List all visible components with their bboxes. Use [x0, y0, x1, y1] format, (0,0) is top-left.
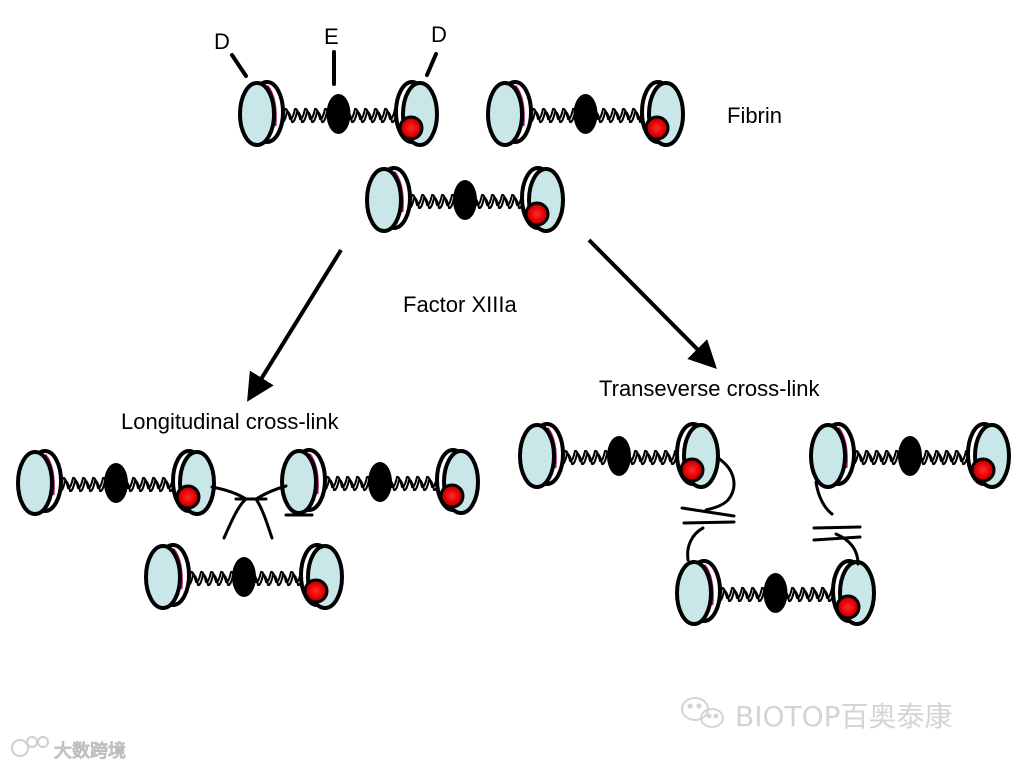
gamma-chain-site: [679, 457, 705, 483]
fibrin-monomer-trans-top-right: [809, 422, 1011, 489]
d-domain-left: [16, 450, 54, 516]
dashujingjing-logo-icon: [11, 736, 49, 757]
pointer-d-left: [230, 53, 248, 78]
gamma-chain-site: [644, 115, 670, 141]
fibrin-monomer-long-left: [16, 449, 216, 516]
fibrin-monomer-middle: [365, 166, 565, 233]
gamma-chain-site: [175, 484, 201, 510]
e-domain: [104, 463, 128, 503]
transverse-bond-right-bar-1: [812, 525, 862, 530]
domain-pointers: [230, 50, 438, 86]
gamma-chain-site: [835, 594, 861, 620]
gamma-chain-site: [439, 483, 465, 509]
d-domain-left: [809, 423, 847, 489]
longitudinal-bond-left: [210, 485, 249, 540]
gamma-chain-site: [303, 578, 329, 604]
arrow-to-transverse: [587, 238, 717, 369]
fibrin-monomers: [16, 80, 1011, 626]
transverse-bond-right-upper: [814, 480, 834, 516]
label-longitudinal-crosslink: Longitudinal cross-link: [121, 409, 340, 434]
fibrin-monomer-long-right: [280, 448, 480, 515]
longitudinal-crosslink-bonds: [210, 484, 314, 540]
d-domain-left: [238, 81, 276, 147]
label-fibrin: Fibrin: [727, 103, 782, 128]
label-factor-xiiia: Factor XIIIa: [403, 292, 517, 317]
d-domain-left: [518, 423, 556, 489]
d-domain-left: [144, 544, 182, 610]
label-e: E: [324, 24, 339, 49]
watermark-bottom: 大数跨境: [11, 736, 126, 762]
transverse-bond-left-lower: [686, 526, 705, 562]
wechat-logo-icon: [681, 697, 724, 728]
gamma-chain-site: [970, 457, 996, 483]
transverse-bond-left-bar-2: [682, 520, 736, 525]
fibrin-monomer-top-right: [486, 80, 685, 147]
d-domain-left: [486, 81, 524, 147]
watermark-top: BIOTOP百奥泰康: [681, 697, 953, 733]
d-domain-left: [675, 560, 713, 626]
fibrin-monomer-long-bottom: [144, 543, 344, 610]
e-domain: [368, 462, 392, 502]
fibrin-monomer-trans-bottom: [675, 559, 876, 626]
d-domain-left: [280, 449, 318, 515]
d-domain-left: [365, 167, 403, 233]
label-d-right: D: [431, 22, 447, 47]
watermark-top-text: BIOTOP百奥泰康: [735, 700, 953, 733]
label-d-left: D: [214, 29, 230, 54]
pointer-d-right: [425, 52, 438, 77]
e-domain: [453, 180, 477, 220]
label-transverse-crosslink: Transeverse cross-link: [599, 376, 820, 401]
gamma-chain-site: [398, 115, 424, 141]
watermark-bottom-text: 大数跨境: [54, 740, 126, 762]
transverse-bond-right-lower: [834, 532, 860, 566]
transverse-bond-left-upper: [704, 456, 736, 512]
transverse-crosslink-bonds: [680, 456, 862, 566]
arrow-to-longitudinal: [247, 248, 343, 402]
e-domain: [898, 436, 922, 476]
fibrin-monomer-trans-top-left: [518, 422, 720, 489]
fibrin-monomer-top-left: [238, 80, 439, 147]
e-domain: [573, 94, 598, 134]
transverse-bond-left-bar-1: [680, 506, 736, 518]
gamma-chain-site: [524, 201, 550, 227]
e-domain: [607, 436, 631, 476]
transverse-bond-right-bar-2: [812, 535, 862, 542]
e-domain: [326, 94, 351, 134]
e-domain: [763, 573, 788, 613]
e-domain: [232, 557, 256, 597]
